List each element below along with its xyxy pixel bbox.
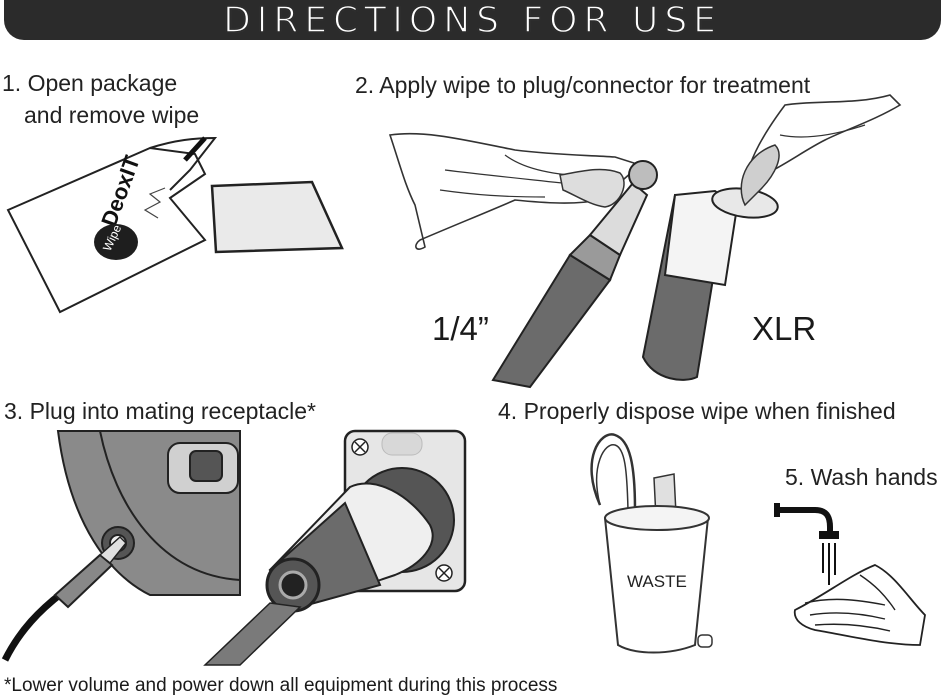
right-hand-icon <box>744 94 902 206</box>
receptacle-illustration <box>1 429 467 666</box>
step-1-subtitle: and remove wipe <box>24 102 200 128</box>
footer-note: *Lower volume and power down all equipme… <box>4 675 558 696</box>
bin-lid-handle-icon <box>590 433 637 511</box>
step-4-title: 4. Properly dispose wipe when finished <box>498 398 896 424</box>
wipe-sheet-icon <box>210 180 344 254</box>
bin-label: WASTE <box>627 572 687 591</box>
step-5-title: 5. Wash hands <box>785 464 938 490</box>
quarter-inch-plug-icon <box>491 160 658 389</box>
washing-hands-icon <box>793 564 926 646</box>
step-2-title: 2. Apply wipe to plug/connector for trea… <box>355 72 811 98</box>
xlr-plug-icon <box>641 187 779 381</box>
wipe-badge <box>94 224 138 260</box>
waste-bin-illustration: WASTE <box>590 433 713 654</box>
step-1-title: 1. Open package <box>2 70 178 96</box>
title-banner: DIRECTIONS FOR USE <box>4 0 941 40</box>
xlr-plug-inserted-icon <box>203 482 434 666</box>
treatment-illustration <box>388 94 902 389</box>
page-title: DIRECTIONS FOR USE <box>222 0 722 41</box>
quarter-inch-label: 1/4” <box>432 310 489 347</box>
package-illustration: DeoxIT Wipe <box>6 136 344 314</box>
xlr-label: XLR <box>752 310 817 347</box>
step-3-title: 3. Plug into mating receptacle* <box>4 398 316 424</box>
quarter-inch-cable-icon <box>1 535 128 662</box>
wash-hands-illustration <box>774 503 926 646</box>
faucet-icon <box>774 503 839 539</box>
wipe-on-plug-icon <box>559 168 625 208</box>
bin-pedal-icon <box>697 634 713 648</box>
wipe-on-xlr-icon <box>740 144 780 207</box>
water-stream-icon <box>822 543 836 585</box>
